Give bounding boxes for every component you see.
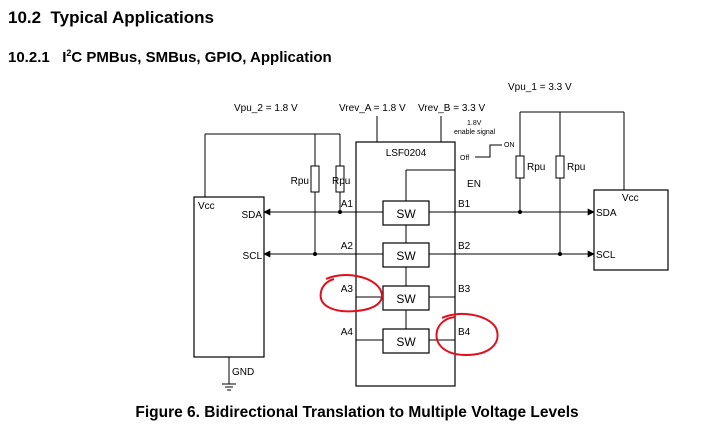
enable-pulse	[475, 144, 502, 158]
pin-b4: B4	[458, 327, 471, 338]
subsection-title-sup: 2	[66, 48, 72, 58]
pin-a4: A4	[341, 327, 354, 338]
switch-1	[382, 200, 430, 226]
pin-b2: B2	[458, 241, 471, 252]
left-vcc-label: Vcc	[198, 201, 215, 212]
gnd-label: GND	[232, 367, 254, 378]
vrev-a-label: Vrev_A = 1.8 V	[339, 103, 406, 114]
section-title: Typical Applications	[50, 8, 214, 27]
vpu1-rail	[519, 111, 625, 254]
left-device	[193, 196, 265, 358]
left-scl-label: SCL	[243, 251, 263, 262]
switch-2-label: SW	[396, 249, 416, 263]
right-vcc-label: Vcc	[622, 193, 639, 204]
subsection-number: 10.2.1	[8, 49, 50, 66]
pin-b3: B3	[458, 284, 471, 295]
junction-dot	[558, 252, 562, 256]
enable-level-label: 1.8V	[467, 120, 482, 127]
pin-b1: B1	[458, 199, 471, 210]
vpu2-rail	[204, 116, 442, 254]
rpu-right-1-label: Rpu	[527, 162, 545, 173]
right-scl-label: SCL	[596, 250, 616, 261]
rpu-right-2	[555, 155, 565, 179]
chip-label: LSF0204	[386, 148, 427, 159]
off-label: Off	[460, 155, 469, 162]
switch-1-label: SW	[396, 207, 416, 221]
subsection-heading: 10.2.1 I2C PMBus, SMBus, GPIO, Applicati…	[8, 48, 332, 66]
switch-3-label: SW	[396, 292, 416, 306]
on-label: ON	[504, 142, 515, 149]
annotation-circle-b4	[435, 312, 499, 357]
junction-dot	[338, 210, 342, 214]
pin-a2: A2	[341, 241, 354, 252]
rpu-left-2	[335, 165, 345, 193]
right-sda-label: SDA	[596, 208, 617, 219]
vpu1-label: Vpu_1 = 3.3 V	[508, 82, 572, 93]
subsection-title-pre: I	[62, 49, 67, 66]
ground-symbol	[222, 357, 236, 391]
section-heading: 10.2 Typical Applications	[8, 8, 214, 28]
right-device	[593, 189, 669, 271]
gate-line	[405, 169, 455, 329]
rpu-left-1-label: Rpu	[291, 176, 309, 187]
switch-2	[382, 242, 430, 268]
en-label: EN	[467, 179, 481, 190]
rpu-right-1	[515, 155, 525, 179]
switch-4-label: SW	[396, 335, 416, 349]
rpu-left-1	[310, 165, 320, 193]
pin-a3: A3	[341, 284, 354, 295]
switch-3	[382, 285, 430, 311]
junction-dot	[313, 252, 317, 256]
pin-a1: A1	[341, 199, 354, 210]
vrev-b-label: Vrev_B = 3.3 V	[418, 103, 485, 114]
figure-caption: Figure 6. Bidirectional Translation to M…	[135, 404, 579, 421]
left-sda-label: SDA	[241, 210, 262, 221]
rpu-left-2-label: Rpu	[332, 176, 350, 187]
switch-4	[382, 328, 430, 354]
enable-signal-label: enable signal	[454, 129, 496, 136]
signal-buses	[263, 208, 595, 341]
annotation-circle-a3	[319, 274, 383, 313]
junction-dot	[518, 210, 522, 214]
section-number: 10.2	[8, 8, 42, 27]
subsection-title-post: C PMBus, SMBus, GPIO, Application	[71, 49, 332, 66]
rpu-right-2-label: Rpu	[567, 162, 585, 173]
vpu2-label: Vpu_2 = 1.8 V	[234, 103, 298, 114]
